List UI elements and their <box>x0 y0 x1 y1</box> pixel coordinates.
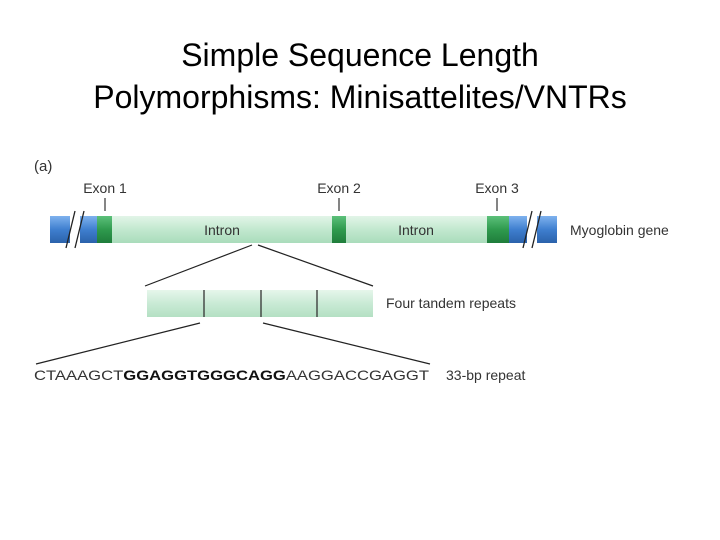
panel-label: (a) <box>34 158 52 175</box>
exon-3-label: Exon 3 <box>475 180 519 196</box>
sequence-highlight: GGAGGTGGGCAGG <box>123 367 286 383</box>
exon-2-label: Exon 2 <box>317 180 361 196</box>
sequence-suffix: AAGGACCGAGGT <box>286 367 430 383</box>
sequence-prefix: CTAAAGCT <box>34 367 124 383</box>
intron-2-label: Intron <box>398 222 434 238</box>
gene-bar <box>50 210 557 249</box>
tandem-repeats <box>147 290 373 317</box>
repeat-unit-3 <box>261 290 317 317</box>
slide-title: Simple Sequence Length Polymorphisms: Mi… <box>0 34 720 118</box>
title-line-2: Polymorphisms: Minisattelites/VNTRs <box>93 79 627 115</box>
break-mark-left-2 <box>74 210 85 249</box>
exon-2-block <box>332 216 346 243</box>
repeat-unit-4 <box>317 290 373 317</box>
zoom-line-right-1 <box>257 244 374 287</box>
exon-1-label: Exon 1 <box>83 180 127 196</box>
flank-right-b <box>537 216 557 243</box>
flank-left-b <box>80 216 97 243</box>
intron-1-label: Intron <box>204 222 240 238</box>
repeats-label: Four tandem repeats <box>386 295 516 311</box>
break-mark-right-2 <box>531 210 542 249</box>
repeat-size-label: 33-bp repeat <box>446 367 526 383</box>
exon-3-block <box>487 216 509 243</box>
repeat-unit-2 <box>204 290 261 317</box>
zoom-line-left-2 <box>35 322 201 365</box>
exon-1-block <box>97 216 112 243</box>
title-line-1: Simple Sequence Length <box>181 37 539 73</box>
intron-2-block <box>346 216 487 243</box>
intron-1-block <box>112 216 332 243</box>
break-mark-right-1 <box>522 210 533 249</box>
flank-right-a <box>509 216 527 243</box>
flank-left-a <box>50 216 70 243</box>
zoom-line-left-1 <box>144 244 253 287</box>
repeat-unit-1 <box>147 290 204 317</box>
gene-label: Myoglobin gene <box>570 222 669 238</box>
zoom-line-right-2 <box>262 322 431 365</box>
break-mark-left-1 <box>65 210 76 249</box>
